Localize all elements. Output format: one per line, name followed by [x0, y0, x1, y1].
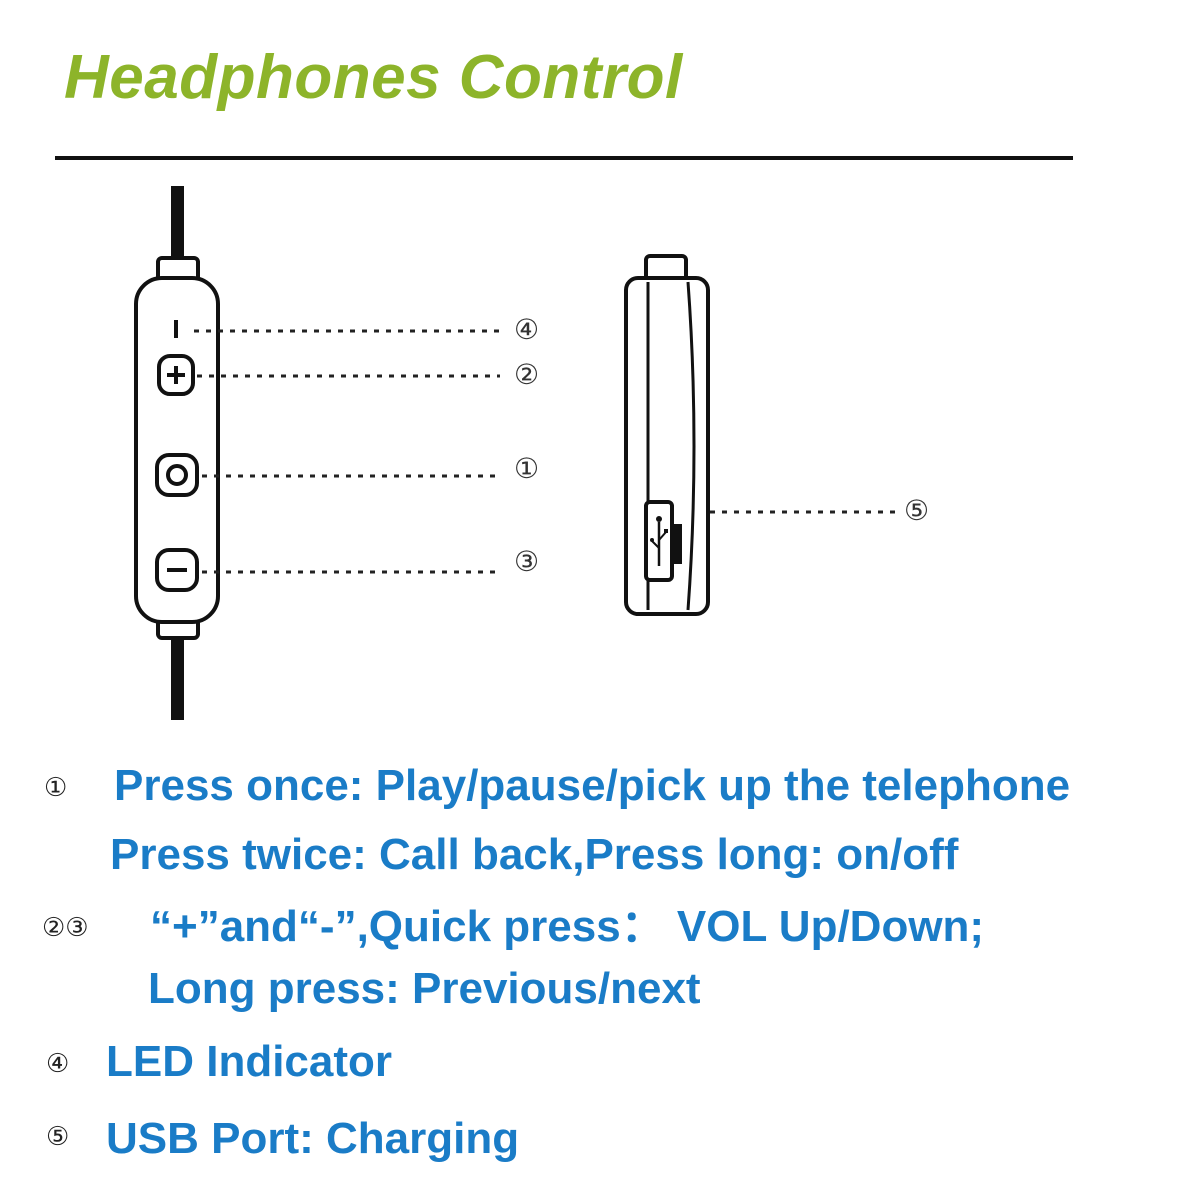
callout-1: ① — [514, 452, 539, 485]
callout-4: ④ — [514, 313, 539, 346]
title-divider — [55, 156, 1073, 160]
callout-2: ② — [514, 358, 539, 391]
cable-top — [171, 186, 184, 266]
legend-item-4: USB Port: Charging — [106, 1114, 520, 1163]
legend-marker-3: ④ — [46, 1049, 70, 1079]
callout-3: ③ — [514, 545, 539, 578]
legend-marker-2: ②③ — [42, 913, 89, 943]
minus-circle-icon[interactable] — [155, 548, 199, 592]
callout-5: ⑤ — [904, 494, 929, 527]
circle-icon[interactable] — [155, 453, 199, 497]
headphones-diagram: ④ ② ① ③ ⑤ — [134, 186, 929, 720]
legend-item-3: LED Indicator — [106, 1037, 393, 1086]
legend-item-1-line1: Press once: Play/pause/pick up the telep… — [114, 761, 1071, 810]
remote-control — [134, 256, 220, 640]
leader-lines — [194, 329, 900, 574]
legend-item-2-line2: Long press: Previous/next — [148, 964, 701, 1013]
usb-icon[interactable] — [644, 500, 682, 582]
cable-bottom — [171, 636, 184, 720]
legend-marker-1: ① — [44, 773, 68, 803]
plus-circle-icon[interactable] — [157, 354, 195, 396]
legend-marker-4: ⑤ — [46, 1122, 70, 1152]
page-title: Headphones Control — [64, 43, 683, 112]
legend-item-1-line2: Press twice: Call back,Press long: on/of… — [110, 830, 959, 879]
legend-item-2-line1: “+”and“-”,Quick press： VOL Up/Down; — [150, 902, 985, 951]
